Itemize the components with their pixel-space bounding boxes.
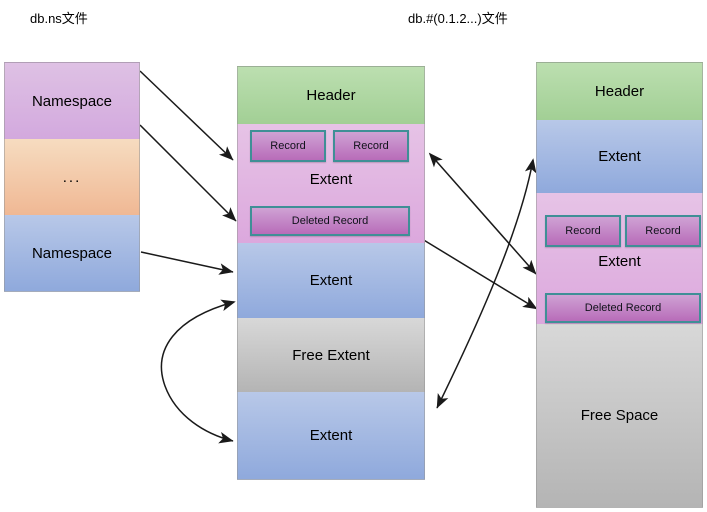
file2-block-header[interactable]: Header: [536, 62, 703, 120]
file1-block-header[interactable]: Header: [237, 66, 425, 124]
ns-block-namespace-2[interactable]: Namespace: [4, 215, 140, 292]
file2-record-label: Record: [565, 225, 601, 237]
file1-block-extent-3[interactable]: Extent: [237, 392, 425, 480]
ns-block-namespace-1[interactable]: Namespace: [4, 62, 140, 139]
file1-block-label: Extent: [309, 427, 353, 444]
file1-block-label: Header: [306, 87, 356, 104]
file1-record-2[interactable]: Record: [333, 130, 409, 162]
file1-block-free-extent[interactable]: Free Extent: [237, 318, 425, 392]
data-file-1-column: Header Extent Extent Free Extent Extent …: [237, 66, 425, 480]
file1-record-label: Record: [353, 140, 389, 152]
file2-block-label: Extent: [598, 253, 641, 270]
ns-block-label: Namespace: [31, 244, 113, 262]
ns-block-ellipsis[interactable]: ...: [4, 139, 140, 215]
ns-block-label: Namespace: [31, 92, 113, 110]
data-file-2-column: Header Extent Extent Free Space Record R…: [536, 62, 703, 508]
arrow-file2-extent-to-file1-extent: [436, 158, 537, 409]
file2-block-label: Extent: [598, 148, 641, 165]
ns-block-label: ...: [62, 168, 82, 186]
file1-deleted-record[interactable]: Deleted Record: [250, 206, 410, 236]
file2-block-label: Free Space: [580, 407, 659, 424]
file2-block-label: Header: [594, 83, 645, 100]
arrow-extent-chain-file1: [160, 299, 236, 444]
arrow-ns1-to-deleted-record: [139, 124, 237, 222]
file2-record-label: Deleted Record: [584, 302, 662, 314]
file2-deleted-record[interactable]: Deleted Record: [545, 293, 701, 323]
arrow-ns2-to-extent2: [140, 251, 234, 275]
caption-ns-file: db.ns文件: [30, 11, 88, 26]
file1-block-label: Free Extent: [292, 346, 370, 364]
file2-block-extent-1[interactable]: Extent: [536, 120, 703, 193]
file2-block-free-space[interactable]: Free Space: [536, 324, 703, 508]
file2-record-label: Record: [645, 225, 681, 237]
file1-record-1[interactable]: Record: [250, 130, 326, 162]
file1-block-label: Extent: [309, 171, 353, 188]
file2-record-1[interactable]: Record: [545, 215, 621, 247]
ns-file-column: Namespace ... Namespace: [4, 62, 140, 292]
file1-record-label: Deleted Record: [291, 215, 369, 227]
arrow-ns1-to-extent1: [139, 70, 234, 161]
file2-record-2[interactable]: Record: [625, 215, 701, 247]
file1-block-label: Extent: [309, 272, 353, 289]
file1-record-label: Record: [270, 140, 306, 152]
file1-block-extent-2[interactable]: Extent: [237, 243, 425, 318]
arrow-file1-to-file2-extent: [428, 152, 537, 275]
caption-data-file: db.#(0.1.2...)文件: [408, 11, 508, 26]
